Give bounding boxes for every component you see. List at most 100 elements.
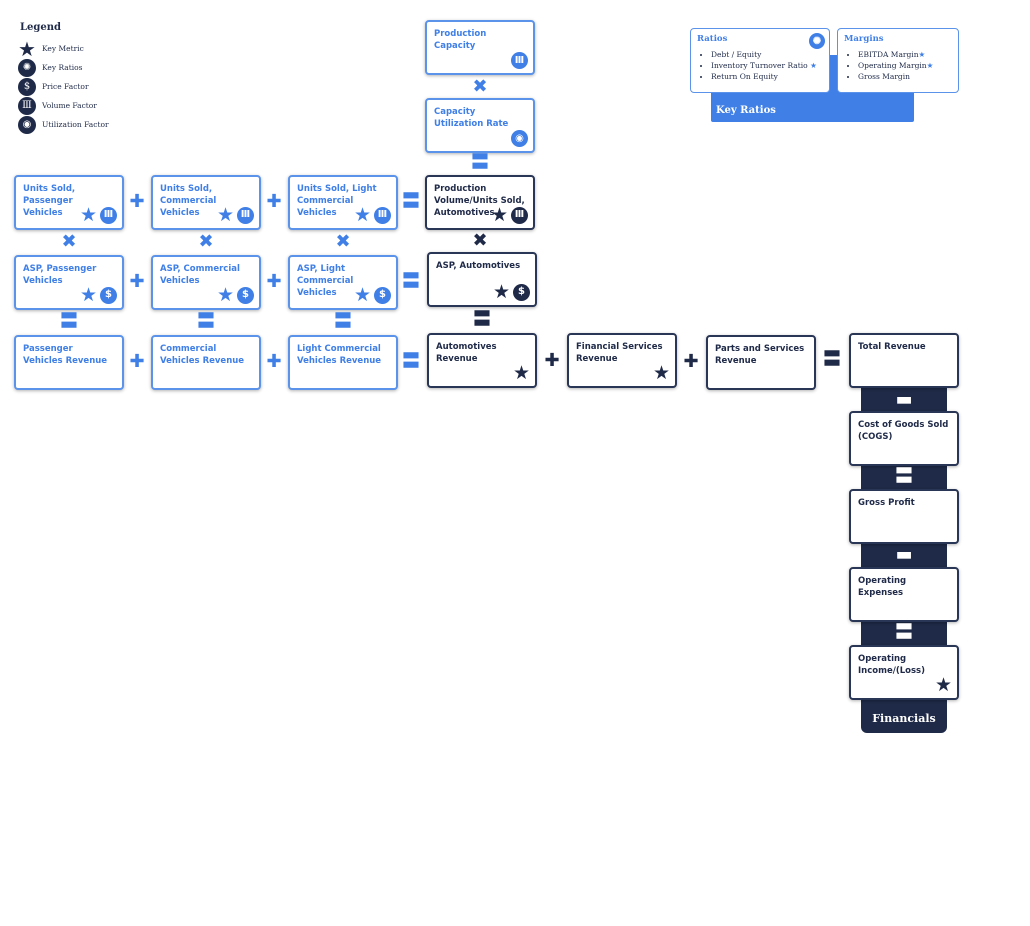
star-icon: ★ [490, 204, 508, 226]
bar-chart-icon: Ⅲ [100, 206, 117, 224]
atom-icon: ✺ [809, 33, 825, 49]
node-label: Production Volume/Units Sold, Automotive… [434, 184, 525, 218]
node-rev-passenger[interactable]: Passenger Vehicles Revenue [14, 335, 124, 390]
equals-operator-icon: 〓 [473, 309, 491, 330]
node-asp-passenger[interactable]: ASP, Passenger Vehicles★$ [14, 255, 124, 310]
star-icon: ★ [810, 61, 817, 70]
atom-icon: ✺ [18, 58, 36, 77]
plus-operator-icon: ✚ [266, 191, 282, 212]
ratio-item: Inventory Turnover Ratio ★ [711, 60, 823, 71]
plus-operator-icon: ✚ [266, 271, 282, 292]
plus-operator-icon: ✚ [683, 351, 699, 372]
margins-title: Margins [844, 34, 884, 44]
star-icon: ★ [18, 36, 36, 61]
node-label: Production Capacity [434, 29, 487, 51]
margin-label: Operating Margin [858, 61, 927, 70]
node-units-commercial[interactable]: Units Sold, Commercial Vehicles★Ⅲ [151, 175, 261, 230]
node-label: Automotives Revenue [436, 342, 497, 364]
node-capacity-utilization[interactable]: Capacity Utilization Rate◉ [425, 98, 535, 153]
node-rev-commercial[interactable]: Commercial Vehicles Revenue [151, 335, 261, 390]
star-icon: ★ [79, 204, 97, 226]
node-label: ASP, Commercial Vehicles [160, 264, 240, 286]
dollar-icon: $ [237, 286, 254, 304]
node-asp-light[interactable]: ASP, Light Commercial Vehicles★$ [288, 255, 398, 310]
node-units-light[interactable]: Units Sold, Light Commercial Vehicles★Ⅲ [288, 175, 398, 230]
legend-item: $Price Factor [18, 77, 109, 96]
dollar-icon: $ [18, 77, 36, 96]
node-label: Units Sold, Passenger Vehicles [23, 184, 76, 218]
node-cogs[interactable]: Cost of Goods Sold (COGS) [849, 411, 959, 466]
node-label: Passenger Vehicles Revenue [23, 344, 108, 366]
bar-chart-icon: Ⅲ [374, 206, 391, 224]
node-rev-auto[interactable]: Automotives Revenue ★ [427, 333, 537, 388]
equals-operator-icon: 〓 [471, 152, 489, 173]
star-icon: ★ [926, 61, 934, 70]
node-label: Operating Expenses [858, 576, 907, 598]
refresh-icon: ◉ [18, 115, 36, 134]
ratio-label: Inventory Turnover Ratio [711, 61, 808, 70]
dollar-icon: $ [100, 286, 117, 304]
equals-operator-icon: 〓 [402, 271, 420, 292]
financials-title: Financials [872, 712, 936, 725]
node-label: Gross Profit [858, 498, 915, 508]
node-label: Units Sold, Light Commercial Vehicles [297, 184, 377, 218]
ratio-label: Return On Equity [711, 72, 778, 81]
node-label: ASP, Automotives [436, 261, 521, 271]
star-icon: ★ [353, 204, 371, 226]
node-rev-light[interactable]: Light Commercial Vehicles Revenue [288, 335, 398, 390]
node-label: Commercial Vehicles Revenue [160, 344, 245, 366]
equals-operator-icon: 〓 [402, 351, 420, 372]
equals-operator-icon: 〓 [197, 311, 215, 332]
margin-item: Gross Margin [858, 71, 952, 82]
star-icon: ★ [353, 284, 371, 306]
star-icon: ★ [492, 281, 510, 303]
node-opex[interactable]: Operating Expenses [849, 567, 959, 622]
node-rev-parts[interactable]: Parts and Services Revenue [706, 335, 816, 390]
legend-item: ★ Key Metric [18, 36, 109, 61]
star-icon: ★ [512, 362, 530, 384]
node-asp-auto[interactable]: ASP, Automotives★$ [427, 252, 537, 307]
bar-chart-icon: Ⅲ [511, 52, 528, 69]
star-icon: ★ [216, 204, 234, 226]
key-ratios-title: Key Ratios [716, 105, 776, 116]
margin-item: EBITDA Margin★ [858, 49, 952, 60]
equals-operator-icon: 〓 [334, 311, 352, 332]
times-operator-icon: ✖ [198, 231, 214, 252]
ratio-item: Return On Equity [711, 71, 823, 82]
node-label: Cost of Goods Sold (COGS) [858, 420, 949, 442]
node-rev-financial[interactable]: Financial Services Revenue★ [567, 333, 677, 388]
legend: Legend ★ Key Metric ✺ Key Ratios $Price Fa… [18, 22, 109, 134]
node-production-volume[interactable]: Production Volume/Units Sold, Automotive… [425, 175, 535, 230]
minus-operator-icon: ▬ [895, 389, 913, 410]
legend-title: Legend [20, 22, 62, 33]
node-label: ASP, Light Commercial Vehicles [297, 264, 354, 298]
star-icon: ★ [918, 50, 926, 59]
equals-operator-icon: 〓 [895, 622, 913, 643]
node-op-income[interactable]: Operating Income/(Loss) ★ [849, 645, 959, 700]
minus-operator-icon: ▬ [895, 544, 913, 565]
star-icon: ★ [216, 284, 234, 306]
times-operator-icon: ✖ [61, 231, 77, 252]
margin-item: Operating Margin★ [858, 60, 952, 71]
node-label: Capacity Utilization Rate [434, 107, 509, 129]
plus-operator-icon: ✚ [129, 351, 145, 372]
node-units-passenger[interactable]: Units Sold, Passenger Vehicles★Ⅲ [14, 175, 124, 230]
legend-label: Key Ratios [42, 63, 83, 72]
bar-chart-icon: Ⅲ [237, 206, 254, 224]
legend-label: Key Metric [42, 44, 84, 53]
ratio-label: Debt / Equity [711, 50, 762, 59]
plus-operator-icon: ✚ [129, 191, 145, 212]
bar-chart-icon: Ⅲ [18, 96, 36, 115]
node-label: Operating Income/(Loss) [858, 654, 925, 676]
legend-item: ✺ Key Ratios [18, 58, 109, 77]
star-icon: ★ [79, 284, 97, 306]
node-total-revenue[interactable]: Total Revenue [849, 333, 959, 388]
node-gross-profit[interactable]: Gross Profit [849, 489, 959, 544]
node-asp-commercial[interactable]: ASP, Commercial Vehicles★$ [151, 255, 261, 310]
star-icon: ★ [934, 674, 952, 696]
star-icon: ★ [652, 362, 670, 384]
ratios-box: ✺ Ratios Debt / Equity Inventory Turnove… [690, 28, 830, 93]
times-operator-icon: ✖ [472, 76, 488, 97]
